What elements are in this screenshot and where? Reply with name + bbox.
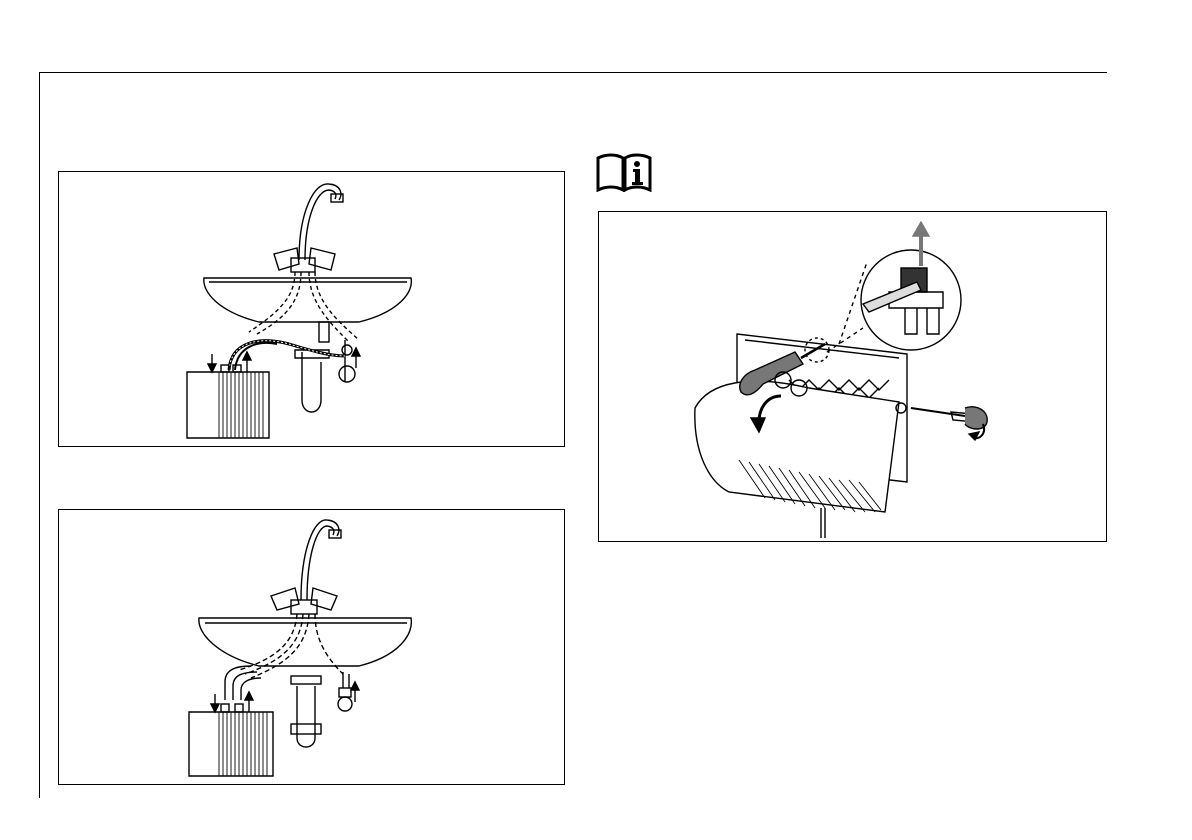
- front-cover: [695, 381, 899, 512]
- figure-sink-installation-2: [58, 509, 565, 785]
- figure-cover-removal: [598, 211, 1107, 542]
- basin: [204, 278, 412, 322]
- sink-installation-1-drawing: [59, 172, 564, 446]
- sink-installation-2-drawing: [59, 510, 564, 784]
- drain-trap: [302, 352, 321, 412]
- manual-info-icon: [596, 152, 652, 192]
- basin: [199, 618, 411, 666]
- angle-valve: [339, 366, 355, 382]
- left-rule: [39, 72, 40, 798]
- drain-trap: [297, 686, 315, 747]
- faucet-handle-right: [311, 588, 337, 610]
- faucet-handle-left: [271, 588, 299, 610]
- angle-valve: [338, 697, 352, 711]
- top-rule: [39, 72, 1107, 73]
- water-heater: [187, 372, 269, 438]
- faucet-handle-left: [274, 248, 299, 270]
- cover-removal-drawing: [599, 212, 1106, 541]
- faucet-handle-right: [309, 248, 335, 270]
- figure-sink-installation-1: [58, 171, 565, 447]
